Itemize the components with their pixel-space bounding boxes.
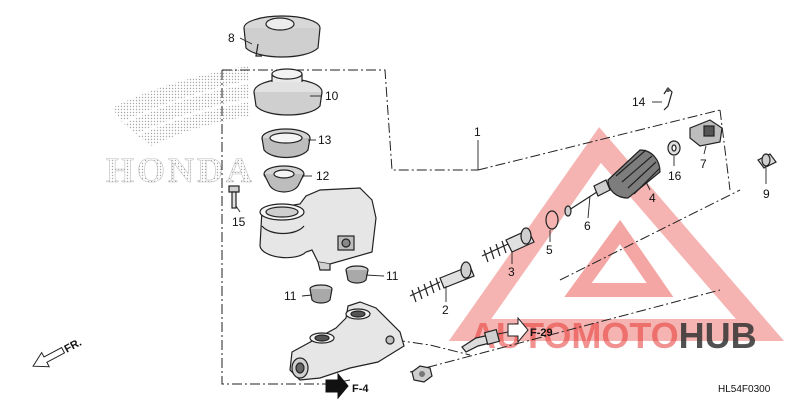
master-cylinder-body: [289, 301, 405, 381]
mounting-nut: [411, 365, 433, 383]
callout-9: 9: [763, 187, 770, 201]
front-direction-arrow: FR.: [32, 337, 84, 368]
reservoir-float: [263, 165, 305, 193]
callout-2: 2: [442, 303, 449, 317]
reference-f29[interactable]: F-29: [507, 316, 553, 344]
callout-5: 5: [546, 243, 553, 257]
callout-6: 6: [584, 219, 591, 233]
diaphragm: [261, 128, 311, 159]
reference-f4[interactable]: F-4: [325, 372, 369, 400]
callout-13: 13: [318, 133, 332, 147]
mounting-bolt: [461, 328, 501, 353]
honda-wing-logo: HONDA: [106, 66, 255, 190]
washer: [667, 140, 681, 156]
watermark-text-automoto: AUTOMOTO: [470, 315, 679, 356]
honda-wordmark: HONDA: [106, 150, 255, 190]
callout-12: 12: [316, 169, 330, 183]
svg-text:AUTOMOTOHUB: AUTOMOTOHUB: [470, 315, 757, 356]
callout-15: 15: [232, 215, 246, 229]
push-rod-boot: [607, 149, 661, 199]
assembly-outline: [221, 69, 741, 385]
snap-ring: [545, 210, 559, 230]
joint-pin: [757, 153, 777, 169]
callout-11-lower: 11: [284, 289, 297, 303]
callout-11-upper: 11: [386, 269, 399, 283]
callout-labels: 8 10 13 12 15 11 11 1 14 7 16 9 4 6 5 3 …: [228, 31, 770, 317]
diaphragm-plate: [253, 68, 323, 116]
automotohub-watermark: AUTOMOTOHUB: [448, 127, 785, 356]
front-direction-label: FR.: [62, 337, 83, 356]
reservoir-bushing-lower: [309, 284, 333, 304]
master-cylinder-reservoir: [259, 187, 377, 271]
leader-lines: [235, 37, 767, 383]
callout-1: 1: [474, 125, 481, 139]
watermark-triangle-outer: [448, 127, 785, 341]
watermark-triangle-inner: [564, 219, 674, 297]
push-rod: [564, 179, 611, 217]
reservoir-cap: [243, 15, 321, 58]
push-rod-joint: [689, 119, 723, 147]
callout-16: 16: [668, 169, 682, 183]
callout-3: 3: [508, 265, 515, 279]
reference-f29-label[interactable]: F-29: [530, 327, 553, 339]
callout-10: 10: [325, 89, 339, 103]
callout-14: 14: [632, 95, 646, 109]
diagram-code: HL54F0300: [718, 384, 771, 395]
secondary-cup: [481, 227, 535, 263]
master-piston-spring: [409, 261, 475, 303]
joint-clip: [663, 87, 673, 111]
watermark-text-hub: HUB: [679, 315, 757, 356]
callout-4: 4: [649, 191, 656, 205]
reservoir-screw: [228, 185, 240, 209]
callout-7: 7: [700, 157, 707, 171]
reservoir-bushing-upper: [345, 265, 369, 284]
callout-8: 8: [228, 31, 235, 45]
reference-f4-label[interactable]: F-4: [352, 383, 369, 395]
